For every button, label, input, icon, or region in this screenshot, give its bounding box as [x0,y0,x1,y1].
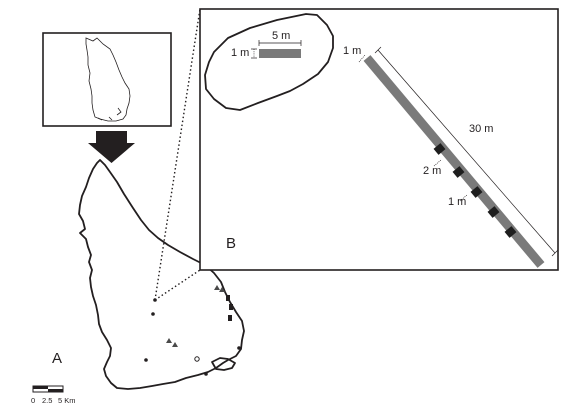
transect-length-dimension [377,49,556,254]
transect-dark-segment [452,166,465,178]
quadrat-height-dimension [251,48,257,59]
panel-b-frame [199,8,559,271]
quadrat-rect [259,49,301,58]
quadrat-width-dimension [258,40,302,46]
scale-tick-2: 5 Km [58,396,76,405]
panel-b-label: B [226,235,236,252]
transect-start-width-label: 1 m [343,45,361,57]
site-markers [144,285,241,376]
transect-segment-label: 2 m [423,165,441,177]
panel-a-label: A [52,350,62,367]
site-dot-icon [204,372,208,376]
transect-dark-segment [433,143,446,155]
zoom-connector-top [154,8,201,301]
site-rectangle-icon [226,295,230,301]
panel-b: B 5 m 1 m [199,8,559,271]
study-area-map [78,8,245,390]
site-dot-icon [151,312,155,316]
transect-marker-label: 1 m [448,196,466,208]
transect-dark-segment [504,226,517,238]
site-triangle-icon [172,342,178,347]
plot-outline [204,13,334,111]
transect-length-label: 30 m [469,123,493,135]
zoom-connector-bottom [154,269,201,301]
inset-region-detail [97,107,122,121]
inset-frame [42,32,172,127]
site-open-dot-icon [194,356,200,362]
scale-tick-1: 2.5 [42,396,52,405]
scale-tick-0: 0 [31,396,35,405]
down-arrow-icon [88,131,135,163]
transect-dark-segment [470,186,483,198]
island-outline [211,357,236,371]
site-dot-icon [144,358,148,362]
transect-dark-segment [487,206,500,218]
site-triangle-icon [214,285,220,290]
site-triangle-icon [166,338,172,343]
quadrat-width-label: 5 m [272,30,290,42]
quadrat-height-label: 1 m [231,47,249,59]
inset-region-outline [85,37,131,122]
site-rectangle-icon [228,315,232,321]
site-rectangle-icon [229,304,233,310]
transect-diagram [358,46,559,268]
coastline-outline [78,159,245,390]
site-triangle-icon [219,287,225,292]
site-dot-icon [237,346,241,350]
scale-bar: 0 2.5 5 Km [31,385,76,405]
inset-locator-map [42,32,172,127]
